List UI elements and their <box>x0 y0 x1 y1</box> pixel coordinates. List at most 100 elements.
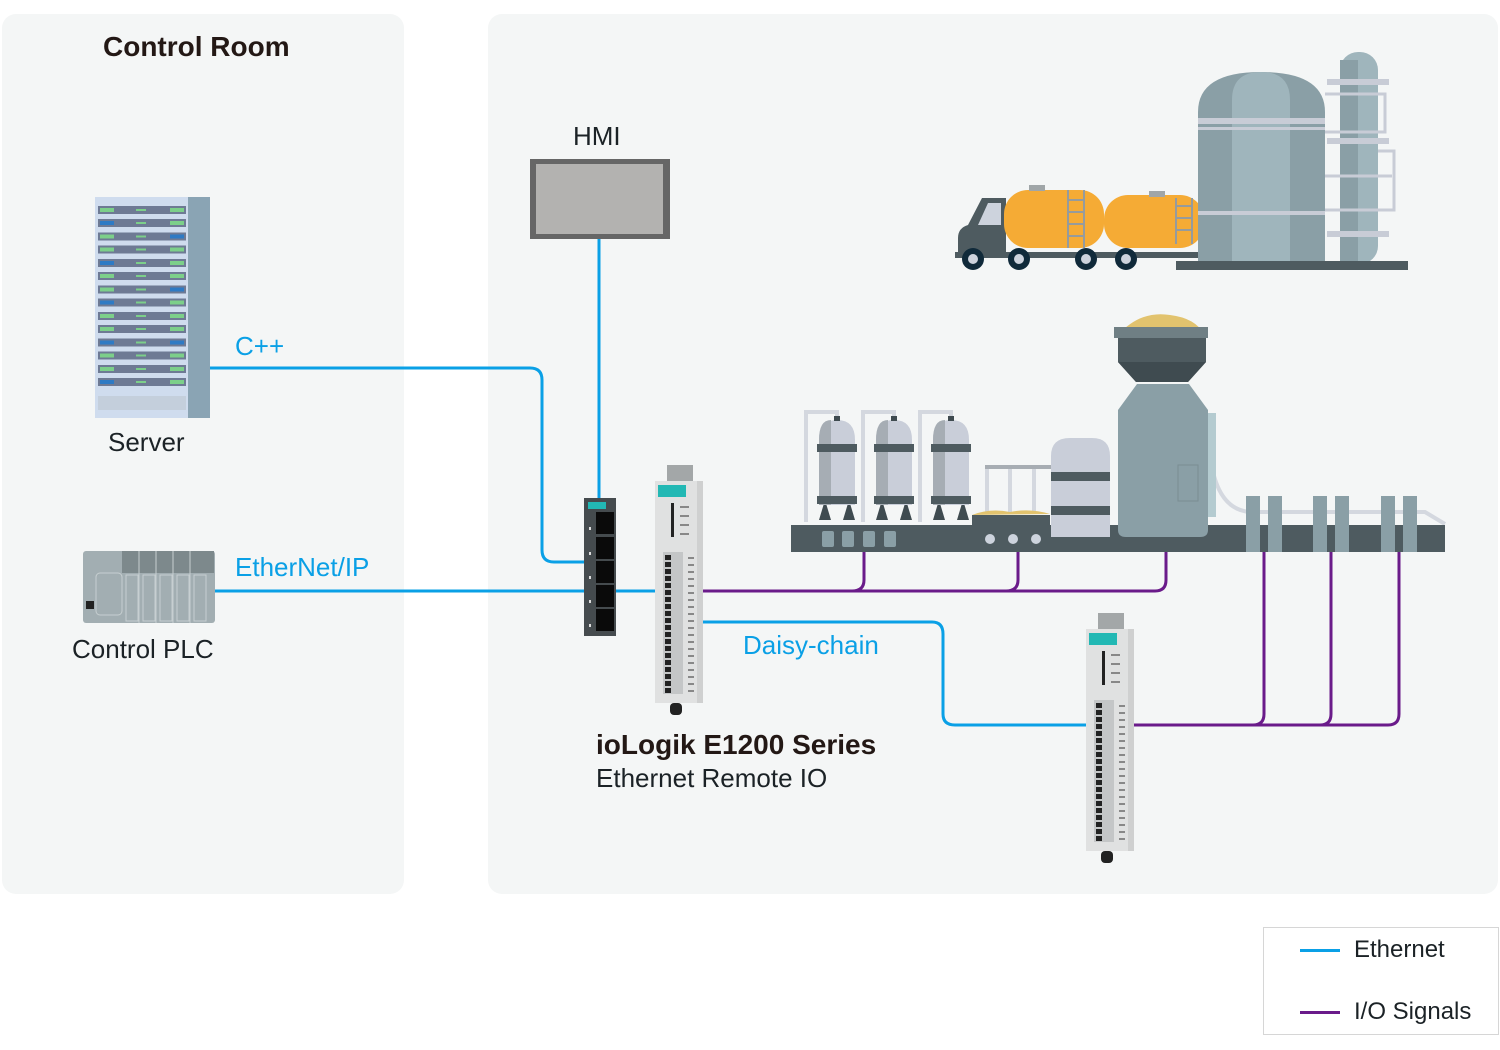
server-led <box>170 353 184 358</box>
terminal-led <box>688 662 694 664</box>
terminal <box>665 618 671 623</box>
cylinder-band <box>817 444 857 452</box>
iologik-module-icon <box>655 465 703 715</box>
server-led <box>170 274 184 278</box>
terminal-led <box>688 599 694 601</box>
terminal-led <box>1119 831 1125 833</box>
io-line-4 <box>1131 552 1401 727</box>
terminal <box>665 611 671 616</box>
legend-label: Ethernet <box>1354 936 1445 963</box>
server-led <box>100 208 114 212</box>
terminal-led <box>688 634 694 636</box>
module-led <box>680 524 689 526</box>
server-led <box>100 287 114 292</box>
server-led <box>136 288 146 291</box>
terminal <box>1096 836 1102 841</box>
terminal <box>1096 717 1102 722</box>
terminal-led <box>1119 705 1125 707</box>
server-led <box>136 328 146 330</box>
terminal <box>665 681 671 686</box>
server-led <box>170 327 184 331</box>
terminal <box>1096 780 1102 785</box>
tanker-truck-icon <box>955 185 1205 270</box>
terminal-led <box>1119 768 1125 770</box>
cylinder-band <box>874 444 914 452</box>
terminal-led <box>688 585 694 587</box>
terminal-led <box>688 676 694 678</box>
terminal-led <box>1119 712 1125 714</box>
module-led <box>680 506 689 508</box>
module-foot <box>1101 851 1113 863</box>
cylinder-valve <box>891 416 897 421</box>
cylinder-band <box>817 496 857 504</box>
hmi-label: HMI <box>573 121 621 151</box>
ethernet-switch-icon <box>584 498 616 636</box>
module-connector <box>667 465 693 483</box>
module-led <box>1111 672 1120 674</box>
terminal <box>1096 738 1102 743</box>
module-led <box>1111 663 1120 665</box>
ethernet-lines <box>210 238 1087 727</box>
module-led <box>680 515 689 517</box>
cylinder-leg <box>819 500 855 520</box>
terminal-led <box>1119 740 1125 742</box>
terminal-led <box>1119 754 1125 756</box>
terminal-led <box>1119 838 1125 840</box>
module-connector <box>1098 613 1124 631</box>
terminal <box>665 646 671 651</box>
terminal-led <box>1119 761 1125 763</box>
terminal-led <box>688 571 694 573</box>
server-led <box>100 261 114 265</box>
terminal <box>1096 745 1102 750</box>
server-led <box>170 300 184 305</box>
terminal-led <box>1119 803 1125 805</box>
server-led <box>100 367 114 371</box>
server-led <box>136 262 146 264</box>
cylinder-shade <box>819 420 831 505</box>
cylinder-band <box>874 496 914 504</box>
server-led <box>100 380 114 384</box>
server-led <box>170 221 184 225</box>
terminal-led <box>688 655 694 657</box>
terminal-led <box>688 641 694 643</box>
module-led <box>1111 681 1120 683</box>
terminal-led <box>1119 782 1125 784</box>
cylinder-leg <box>876 500 912 520</box>
terminal-led <box>1119 817 1125 819</box>
terminal-led <box>1119 733 1125 735</box>
server-led <box>136 275 146 277</box>
terminal <box>1096 787 1102 792</box>
terminal-led <box>688 620 694 622</box>
module-foot <box>670 703 682 715</box>
terminal <box>665 569 671 574</box>
terminal-led <box>1119 789 1125 791</box>
ethernet-line-daisy-chain <box>703 620 1087 727</box>
terminal-led <box>688 564 694 566</box>
production-line-icon <box>791 314 1447 552</box>
terminal <box>665 604 671 609</box>
server-led <box>136 301 146 304</box>
terminal-led <box>688 613 694 615</box>
server-led <box>100 300 114 305</box>
io-signal-swatch <box>1300 1010 1340 1014</box>
module-label <box>658 485 686 497</box>
terminal-led <box>688 606 694 608</box>
io-line-5 <box>1252 552 1266 727</box>
server-led <box>170 234 184 239</box>
module-slot <box>671 503 674 537</box>
server-led <box>170 287 184 292</box>
cylinder-shade <box>933 420 945 505</box>
daisy-chain-label: Daisy-chain <box>743 630 879 660</box>
server-led <box>100 353 114 358</box>
terminal-led <box>688 592 694 594</box>
module-side <box>1128 629 1134 851</box>
server-led <box>136 354 146 357</box>
terminal <box>665 597 671 602</box>
terminal <box>665 590 671 595</box>
server-led <box>136 222 146 224</box>
terminal-led <box>688 669 694 671</box>
server-led <box>136 341 146 344</box>
legend-item-ethernet: Ethernet <box>1300 936 1445 964</box>
legend-item-io-signals: I/O Signals <box>1300 998 1471 1026</box>
